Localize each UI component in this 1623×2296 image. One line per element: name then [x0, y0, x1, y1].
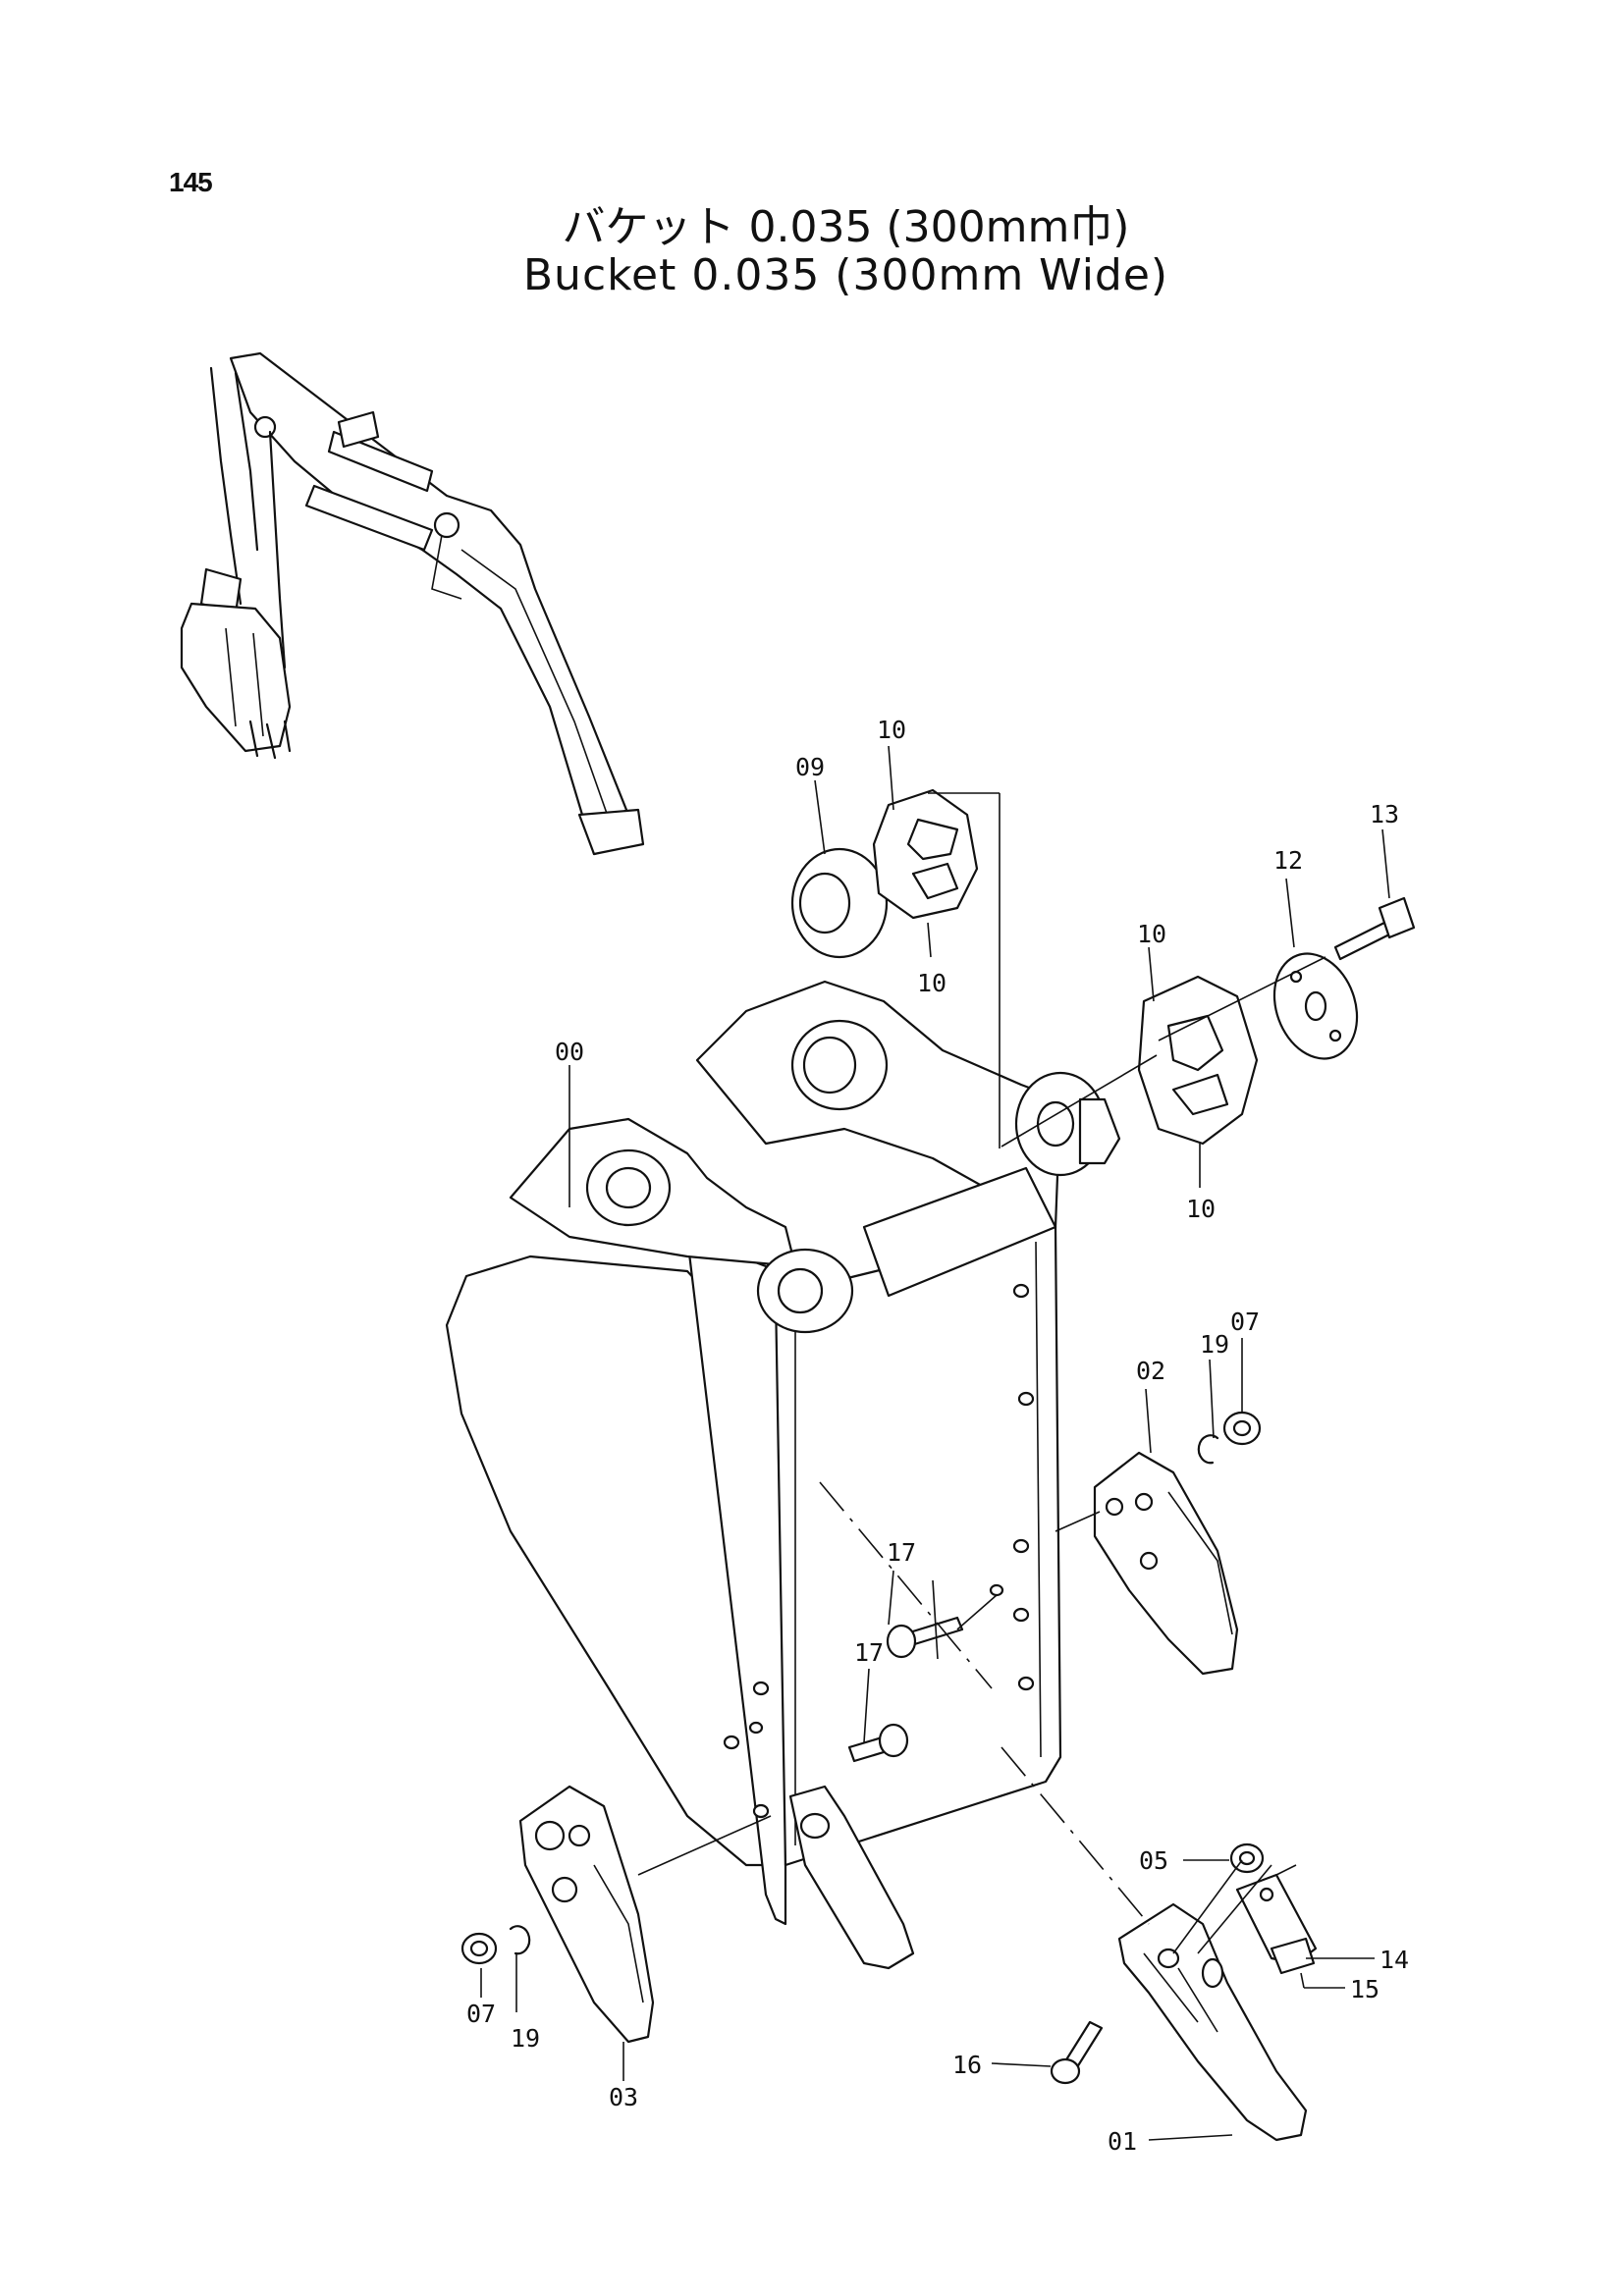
callout-19-left: 19 — [511, 2024, 540, 2053]
callout-labels: 00 01 02 03 05 07 07 09 10 10 10 10 12 1… — [466, 716, 1409, 2156]
part-15-lock — [1270, 1937, 1316, 1975]
callout-17-lower: 17 — [854, 1638, 884, 1667]
part-02-side-cutter — [1093, 1451, 1239, 1676]
callout-00: 00 — [555, 1038, 584, 1066]
part-13-bolt — [1333, 896, 1416, 961]
part-10-shims-right — [1137, 975, 1259, 1146]
callout-leaders — [480, 745, 1390, 2141]
callout-17-upper: 17 — [887, 1538, 916, 1567]
part-17-bolt-lower — [847, 1723, 909, 1763]
part-01-tooth — [1117, 1902, 1308, 2142]
arm-overview-illustration — [180, 351, 645, 856]
callout-05: 05 — [1139, 1846, 1168, 1875]
callout-12: 12 — [1273, 846, 1303, 875]
callout-03: 03 — [609, 2083, 638, 2111]
part-07-nut-left — [460, 1932, 498, 1965]
callout-02: 02 — [1136, 1357, 1165, 1385]
part-17-bolt-upper — [886, 1616, 964, 1659]
callout-10-top: 10 — [877, 716, 906, 744]
part-19-ring-left — [509, 1925, 531, 1955]
callout-07-right: 07 — [1230, 1308, 1260, 1336]
part-07-nut-right — [1222, 1411, 1262, 1446]
callout-16: 16 — [952, 2051, 982, 2079]
part-09-bushing — [790, 847, 889, 959]
callout-10-right-top: 10 — [1137, 920, 1166, 948]
title-japanese: バケット 0.035 (300mm巾) — [562, 202, 1130, 252]
part-03-side-cutter — [518, 1785, 655, 2044]
part-19-ring-right — [1197, 1434, 1219, 1465]
callout-15: 15 — [1350, 1975, 1380, 2003]
callout-10-right-bottom: 10 — [1186, 1195, 1216, 1223]
callout-19-right: 19 — [1200, 1330, 1229, 1359]
assembly-lines — [637, 792, 1326, 1954]
callout-13: 13 — [1370, 800, 1399, 828]
callout-09: 09 — [795, 753, 825, 781]
callout-10-mid: 10 — [917, 969, 947, 997]
page-number: 145 — [169, 167, 213, 197]
part-12-plate — [1272, 952, 1359, 1060]
part-10-shims-upper — [872, 788, 979, 920]
callout-07-left: 07 — [466, 2000, 496, 2028]
title-english: Bucket 0.035 (300mm Wide) — [522, 250, 1169, 300]
callout-01: 01 — [1108, 2127, 1137, 2156]
part-16-bolt — [1050, 2020, 1104, 2085]
bucket-body-illustration — [445, 980, 1121, 1970]
callout-14: 14 — [1380, 1946, 1409, 1974]
